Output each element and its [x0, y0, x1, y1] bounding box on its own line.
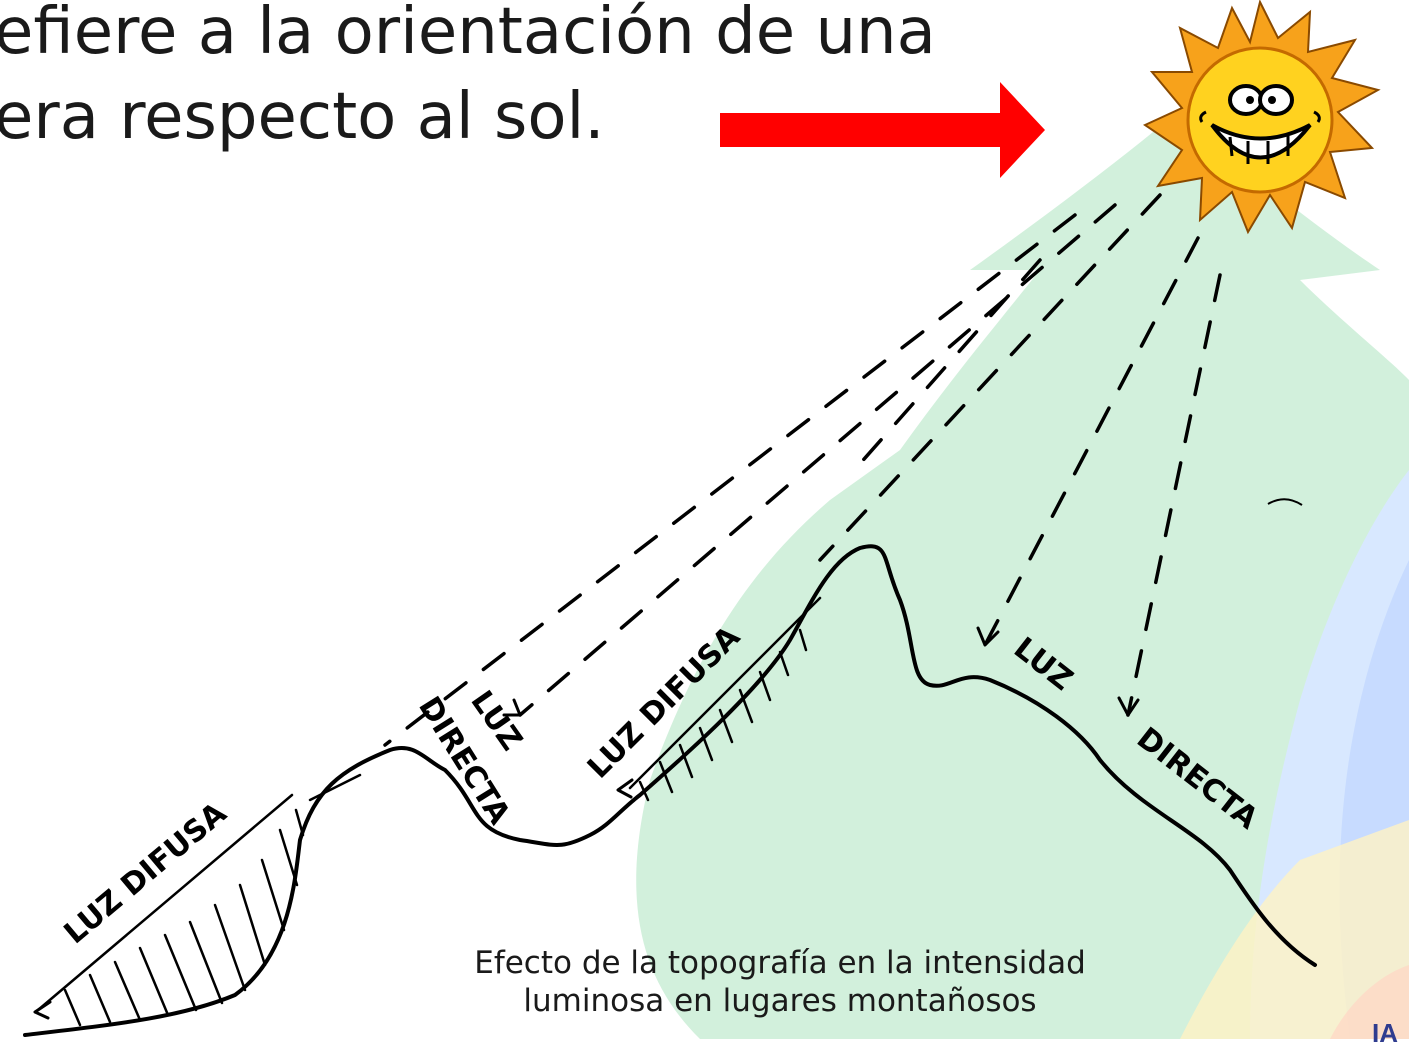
- difusa-hatch-mid: [628, 596, 822, 802]
- caption-line-1: Efecto de la topografía en la intensidad: [474, 945, 1086, 981]
- label-luz-right: LUZ: [1007, 631, 1079, 698]
- heading-line-1: efiere a la orientación de una: [0, 0, 936, 69]
- sun-icon: [1142, 0, 1381, 235]
- label-luz-difusa-mid: LUZDIFUSA: [581, 619, 748, 786]
- corner-logo-text: IA: [1372, 1018, 1398, 1048]
- sun-rays-dashed: [383, 193, 1222, 747]
- label-directa-right: DIRECTA: [1130, 721, 1265, 837]
- difusa-hatch-left: [36, 793, 305, 1027]
- heading-line-2: era respecto al sol.: [0, 80, 605, 154]
- figure-caption: Efecto de la topografía en la intensidad…: [380, 944, 1180, 1020]
- label-luz-difusa-left: LUZDIFUSA: [58, 795, 234, 951]
- caption-line-2: luminosa en lugares montañosos: [523, 983, 1037, 1019]
- terrain-profile: [23, 544, 1317, 1037]
